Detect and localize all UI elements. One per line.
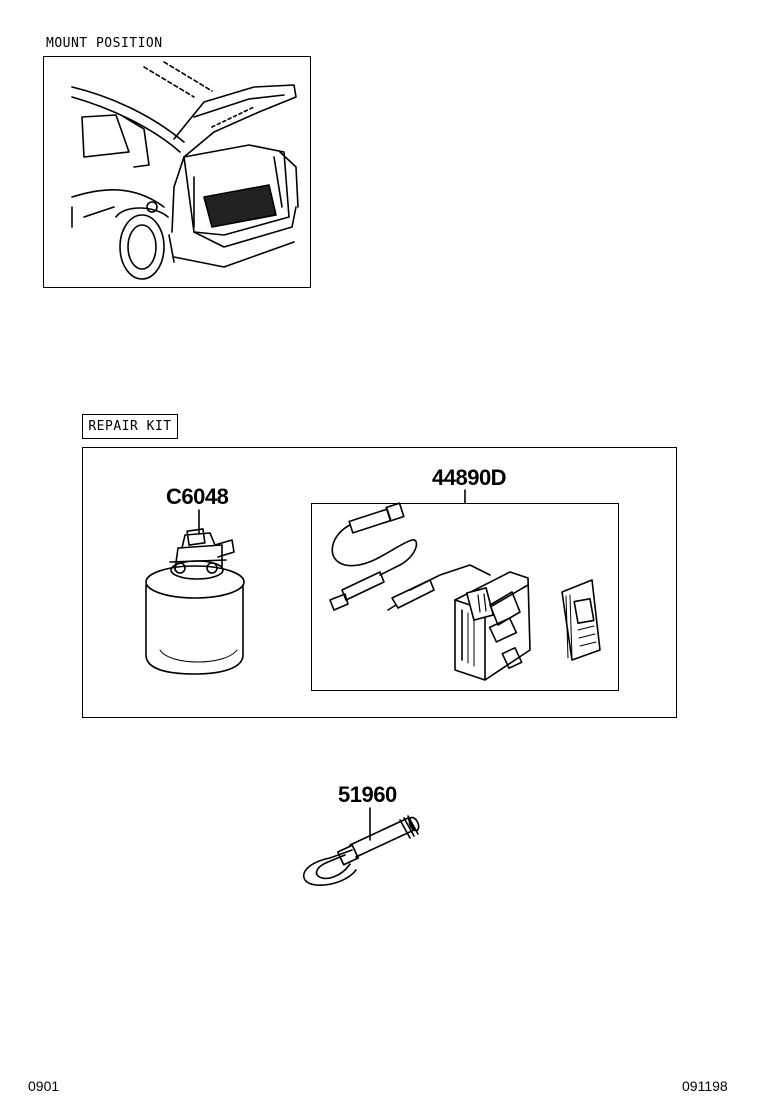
footer-right-code: 091198 <box>682 1078 728 1094</box>
repair-kit-frame <box>82 447 677 718</box>
part-number-44890d: 44890D <box>432 465 507 490</box>
mount-position-frame <box>43 56 311 288</box>
repair-kit-label: REPAIR KIT <box>88 419 172 434</box>
repair-kit-tag: REPAIR KIT <box>82 414 178 439</box>
part-number-c6048: C6048 <box>166 484 229 509</box>
footer-left-code: 0901 <box>28 1078 60 1094</box>
vehicle-rear-illustration <box>71 61 299 280</box>
mount-position-title: MOUNT POSITION <box>46 36 163 51</box>
part-number-51960: 51960 <box>338 782 397 807</box>
